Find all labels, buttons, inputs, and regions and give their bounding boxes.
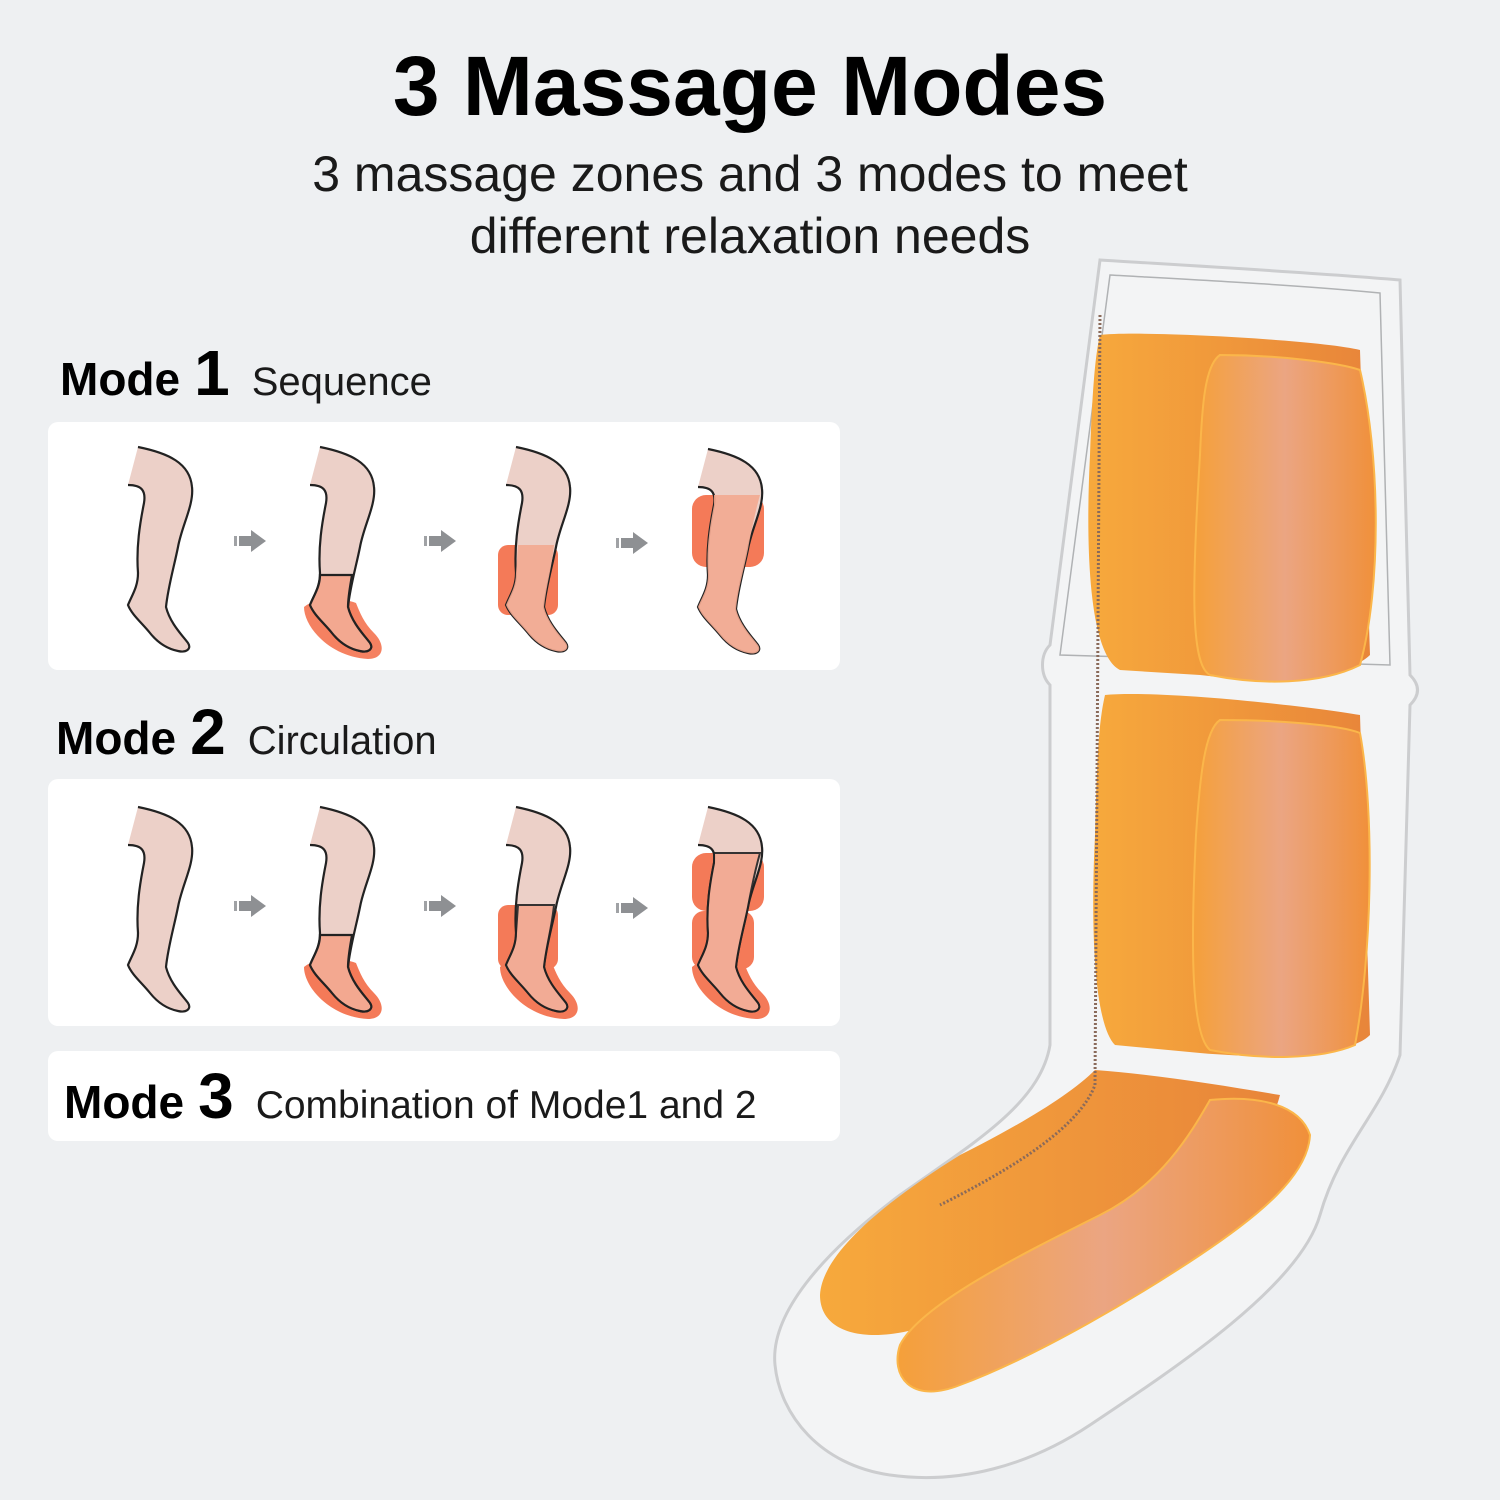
leg-step-4-full-leg bbox=[692, 805, 770, 1019]
mode-3-combination-panel: Mode 3 Combination of Mode1 and 2 bbox=[48, 1051, 840, 1141]
leg-step-3-foot-calf bbox=[498, 805, 578, 1019]
mode-number: 3 bbox=[198, 1060, 234, 1132]
leg-step-2-foot bbox=[304, 445, 382, 659]
leg-step-1 bbox=[126, 805, 194, 1013]
subtitle-line-1: 3 massage zones and 3 modes to meet bbox=[312, 146, 1188, 202]
mode-1-heading: Mode 1 Sequence bbox=[60, 336, 432, 410]
right-arrow-icon bbox=[234, 895, 266, 917]
leg-massager-product-image bbox=[773, 258, 1419, 1479]
middle-airbag bbox=[1093, 694, 1371, 1058]
mode-name: Circulation bbox=[247, 719, 437, 763]
foot-airbag bbox=[820, 1070, 1312, 1393]
mode-2-circulation-panel bbox=[48, 779, 840, 1026]
mode-1-illustration bbox=[126, 445, 764, 659]
leg-step-4-thigh bbox=[692, 447, 764, 655]
mode-name: Combination of Mode1 and 2 bbox=[255, 1084, 757, 1127]
mode-label: Mode bbox=[56, 712, 177, 764]
page-title: 3 Massage Modes bbox=[392, 39, 1108, 133]
right-arrow-icon bbox=[616, 532, 648, 554]
right-arrow-icon bbox=[424, 895, 456, 917]
mode-name: Sequence bbox=[251, 360, 432, 404]
leg-step-2-foot bbox=[304, 805, 382, 1019]
right-arrow-icon bbox=[424, 530, 456, 552]
mode-2-heading: Mode 2 Circulation bbox=[56, 695, 437, 769]
mode-3-heading: Mode 3 Combination of Mode1 and 2 bbox=[64, 1059, 757, 1133]
mode-label: Mode bbox=[60, 353, 181, 405]
leg-step-3-calf bbox=[498, 445, 572, 653]
upper-airbag bbox=[1088, 333, 1377, 683]
mode-number: 1 bbox=[194, 337, 230, 409]
leg-step-1 bbox=[126, 445, 194, 653]
mode-1-sequence-panel bbox=[48, 422, 840, 670]
subtitle-line-2: different relaxation needs bbox=[469, 208, 1031, 264]
mode-2-illustration bbox=[126, 805, 770, 1019]
mode-number: 2 bbox=[190, 696, 226, 768]
right-arrow-icon bbox=[234, 530, 266, 552]
page-subtitle: 3 massage zones and 3 modes to meet diff… bbox=[0, 143, 1500, 267]
right-arrow-icon bbox=[616, 897, 648, 919]
zipper-line bbox=[939, 314, 1102, 1207]
mode-label: Mode bbox=[64, 1076, 185, 1128]
